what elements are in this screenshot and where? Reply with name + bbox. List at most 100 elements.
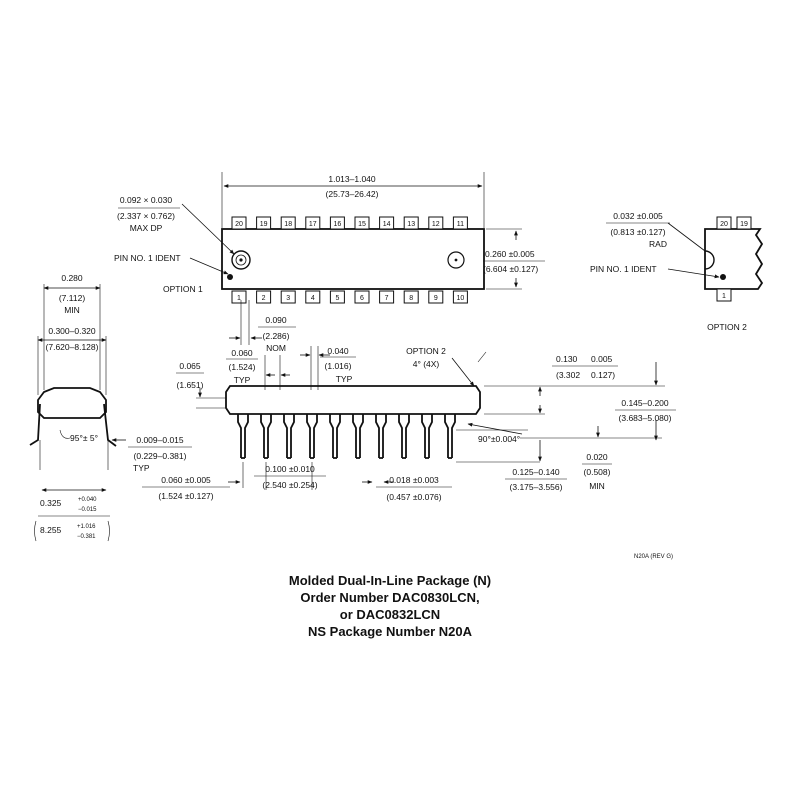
seat-dim: 0.130 [556, 354, 578, 364]
spread-mm-tol-plus: +1.016 [77, 524, 96, 530]
spread-mm-dim: 8.255 [40, 525, 62, 535]
rad-dim-mm: (0.813 ±0.127) [610, 227, 665, 237]
seat-dim-mm: (3.302 [556, 370, 580, 380]
option1-label: OPTION 1 [163, 284, 203, 294]
upper-dim-mm: (1.016) [325, 361, 352, 371]
side-lead-row [237, 414, 456, 459]
pin-number: 14 [383, 221, 391, 228]
nom-note: NOM [266, 343, 286, 353]
pin-number: 3 [286, 295, 290, 302]
pin-number: 1 [237, 295, 241, 302]
lead-angle-90: 90°±0.004° [478, 434, 520, 444]
seat-tol-mm: 0.127) [591, 370, 615, 380]
lead-len-dim: 0.125–0.140 [512, 467, 560, 477]
ejector-mark [447, 251, 465, 269]
pin-number: 8 [409, 295, 413, 302]
pin-box [329, 216, 345, 230]
pin-box [354, 290, 370, 304]
lead-len-dim-mm: (3.175–3.556) [510, 482, 563, 492]
pin-box [231, 216, 247, 230]
row-dim: 0.300–0.320 [48, 326, 96, 336]
pin-number: 6 [360, 295, 364, 302]
length-dim: 1.013–1.040 [328, 174, 376, 184]
pin-box [280, 216, 296, 230]
pin-box [256, 290, 272, 304]
pin-box [452, 216, 468, 230]
option2-body [704, 228, 764, 290]
spread-tol-minus: −0.015 [78, 507, 97, 513]
pin-number: 5 [335, 295, 339, 302]
pin-box [354, 216, 370, 230]
pin-number: 15 [358, 221, 366, 228]
shoulder-dim: 0.060 [231, 348, 253, 358]
lead-width-dim: 0.018 ±0.003 [389, 475, 439, 485]
side-lead [444, 414, 456, 459]
opt2-label: OPTION 2 [406, 346, 446, 356]
pin-box [428, 290, 444, 304]
nom-dim-mm: (2.286) [263, 331, 290, 341]
pin-number: 17 [309, 221, 317, 228]
option2-pin1-label: PIN NO. 1 IDENT [590, 264, 657, 274]
pin-number: 9 [434, 295, 438, 302]
pin-number: 12 [432, 221, 440, 228]
spread-dim: 0.325 [40, 498, 62, 508]
pin-box [452, 290, 468, 304]
dp-note: MAX DP [130, 223, 163, 233]
min-dim: 0.280 [61, 273, 83, 283]
pin-number: 19 [260, 221, 268, 228]
height-dim: 0.145–0.200 [621, 398, 669, 408]
option2-label: OPTION 2 [707, 322, 747, 332]
width-dim: 0.260 ±0.005 [485, 249, 535, 259]
caption-line-2: Order Number DAC0830LCN, [300, 590, 480, 605]
spread-mm-tol-minus: −0.381 [77, 534, 96, 540]
body-dim: 0.065 [179, 361, 201, 371]
rad-note: RAD [649, 239, 667, 249]
pin-number: 13 [407, 221, 415, 228]
pin-box [379, 216, 395, 230]
side-lead [375, 414, 387, 459]
option2-pin1-dot [720, 274, 726, 280]
package-body-top [221, 228, 485, 290]
caption-line-1: Molded Dual-In-Line Package (N) [288, 573, 492, 588]
side-lead [306, 414, 318, 459]
seat-tol: 0.005 [591, 354, 613, 364]
drawing-code: N20A (REV G) [634, 554, 673, 560]
option2-pin-20: 20 [720, 221, 728, 228]
pin-number: 4 [311, 295, 315, 302]
rad-dim: 0.032 ±0.005 [613, 211, 663, 221]
pin1-dot [227, 274, 233, 280]
pin-number: 2 [262, 295, 266, 302]
side-lead [398, 414, 410, 459]
pin-number: 18 [284, 221, 292, 228]
end-lead-dim-mm: (1.524 ±0.127) [158, 491, 213, 501]
standoff-note: MIN [589, 481, 605, 491]
width-dim-mm: (6.604 ±0.127) [483, 264, 538, 274]
side-lead [260, 414, 272, 459]
min-dim-mm: (7.112) [59, 293, 85, 303]
lead-width-dim-mm: (0.457 ±0.076) [386, 492, 441, 502]
pin1-ident-label: PIN NO. 1 IDENT [114, 253, 181, 263]
body-dim-mm: (1.651) [177, 380, 204, 390]
pitch-dim: 0.100 ±0.010 [265, 464, 315, 474]
side-lead [352, 414, 364, 459]
dp-dim-mm: (2.337 × 0.762) [117, 211, 175, 221]
end-lead-dim: 0.060 ±0.005 [161, 475, 211, 485]
option2-pin-19: 19 [740, 221, 748, 228]
caption: Molded Dual-In-Line Package (N) Order Nu… [200, 572, 580, 640]
pin1-ident-mark [231, 250, 251, 270]
pin-box [379, 290, 395, 304]
shoulder-note: TYP [234, 375, 251, 385]
side-lead [329, 414, 341, 459]
pin-number: 7 [385, 295, 389, 302]
pin-box [231, 290, 247, 304]
side-view: 0.090 (2.286) NOM 0.060 (1.524) TYP 0.04… [142, 300, 676, 502]
length-dim-mm: (25.73–26.42) [326, 189, 379, 199]
side-lead [421, 414, 433, 459]
upper-dim: 0.040 [327, 346, 349, 356]
height-dim-mm: (3.683–5.080) [619, 413, 672, 423]
lead-angle: 95°± 5° [70, 433, 98, 443]
dp-dim: 0.092 × 0.030 [120, 195, 173, 205]
caption-line-3: or DAC0832LCN [339, 607, 441, 622]
row-dim-mm: (7.620–8.128) [46, 342, 99, 352]
